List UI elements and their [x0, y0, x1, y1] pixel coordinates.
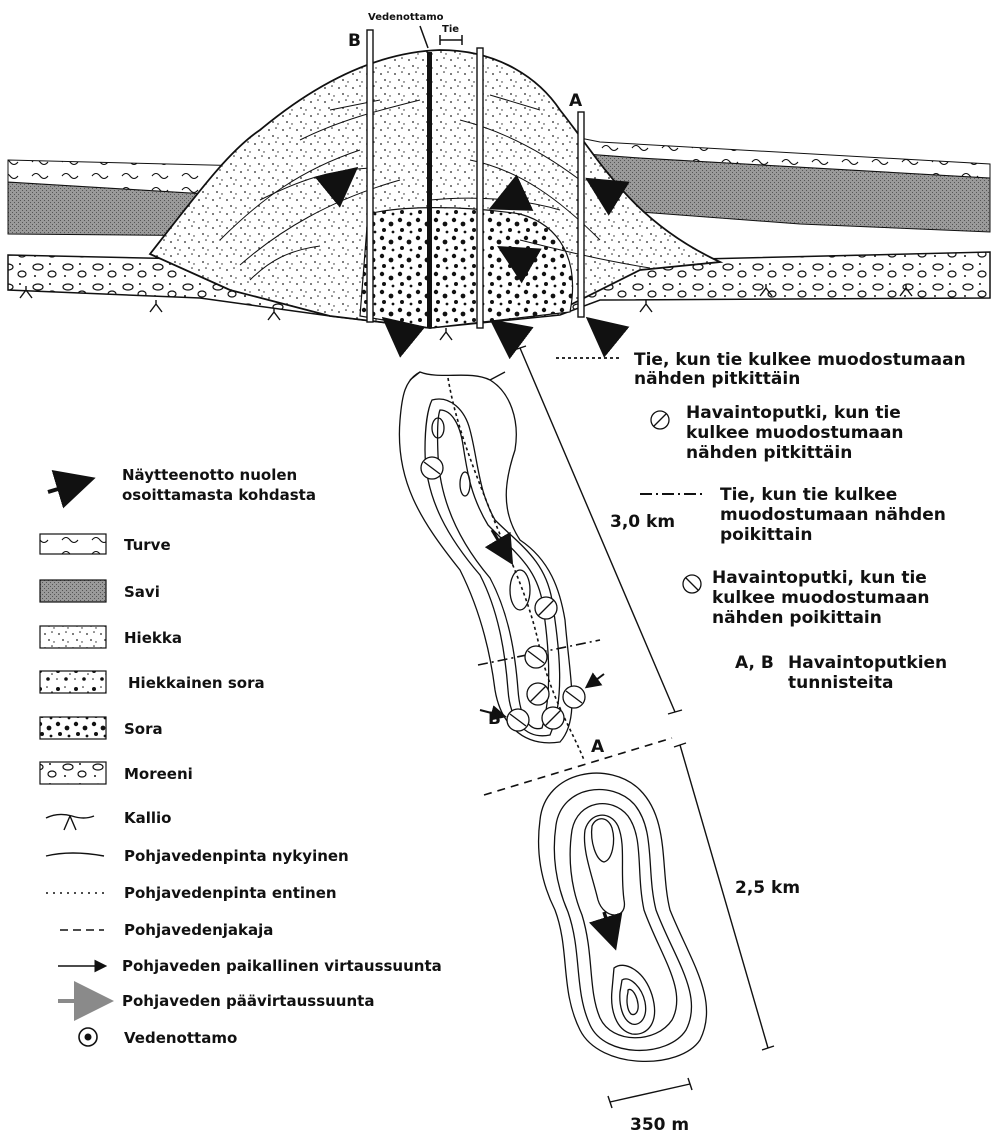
legend-gw-former: Pohjavedenpinta entinen [124, 884, 337, 902]
legend-peat: Turve [124, 536, 171, 554]
scale-upper-length: 3,0 km [610, 512, 675, 532]
legend-moraine: Moreeni [124, 765, 193, 783]
sampling-arrow-icon [48, 480, 88, 492]
legend-road-transverse-line1: Tie, kun tie kulkee [720, 485, 897, 505]
legend-gw-divide: Pohjavedenjakaja [124, 921, 273, 939]
bedrock-icon [46, 814, 94, 830]
legend-ids-key: A, B [735, 653, 774, 673]
legend-sampling-line2: osoittamasta kohdasta [122, 486, 316, 504]
legend-ids-line2: tunnisteita [788, 673, 893, 693]
tube-a [578, 112, 584, 317]
map-label-a: A [591, 737, 605, 757]
water-intake-well [427, 52, 432, 328]
esker-gravel-core [360, 208, 573, 328]
legend-ids-line1: Havaintoputkien [788, 653, 947, 673]
gw-current-icon [46, 853, 104, 856]
scale-bar-length: 350 m [630, 1115, 689, 1135]
legend-gw-current: Pohjavedenpinta nykyinen [124, 847, 349, 865]
sandy-gravel-swatch [40, 671, 106, 693]
legend-sandy-gravel: Hiekkainen sora [128, 674, 265, 692]
legend-bedrock: Kallio [124, 809, 171, 827]
tube-mid [477, 48, 483, 328]
legend-water-intake: Vedenottamo [124, 1029, 237, 1047]
legend-clay: Savi [124, 583, 160, 601]
gravel-swatch [40, 717, 106, 739]
legend-road-transverse-line3: poikittain [720, 525, 812, 545]
legend-road-longitudinal-line2: nähden pitkittäin [634, 369, 800, 389]
scale-lower-length: 2,5 km [735, 878, 800, 898]
legend-gravel: Sora [124, 720, 163, 738]
legend-sampling-line1: Näytteenotto nuolen [122, 466, 297, 484]
cross-section: Vedenottamo Tie B A [8, 12, 990, 342]
legend-road-transverse-line2: muodostumaan nähden [720, 505, 946, 525]
lower-map [539, 773, 707, 1061]
legend-tube-longitudinal-line1: Havaintoputki, kun tie [686, 403, 901, 423]
sand-swatch [40, 626, 106, 648]
moraine-swatch [40, 762, 106, 784]
intake-top-label: Vedenottamo [368, 12, 444, 23]
legend-road-longitudinal-line1: Tie, kun tie kulkee muodostumaan [634, 350, 966, 370]
left-legend: Näytteenotto nuolen osoittamasta kohdast… [40, 466, 442, 1047]
tube-b-label: B [348, 31, 361, 51]
legend-tube-longitudinal-line3: nähden pitkittäin [686, 443, 852, 463]
tube-b [367, 30, 373, 322]
legend-sand: Hiekka [124, 629, 182, 647]
legend-tube-transverse-line3: nähden poikittain [712, 608, 882, 628]
legend-tube-transverse-line2: kulkee muodostumaan [712, 588, 930, 608]
clay-swatch [40, 580, 106, 602]
legend-local-flow: Pohjaveden paikallinen virtaussuunta [122, 957, 442, 975]
road-top-label: Tie [442, 24, 459, 35]
peat-swatch [40, 534, 106, 554]
legend-tube-transverse-line1: Havaintoputki, kun tie [712, 568, 927, 588]
legend-main-flow: Pohjaveden päävirtaussuunta [122, 992, 374, 1010]
map-label-b: B [488, 709, 501, 729]
tube-a-label: A [569, 91, 583, 111]
legend-tube-longitudinal-line2: kulkee muodostumaan [686, 423, 904, 443]
